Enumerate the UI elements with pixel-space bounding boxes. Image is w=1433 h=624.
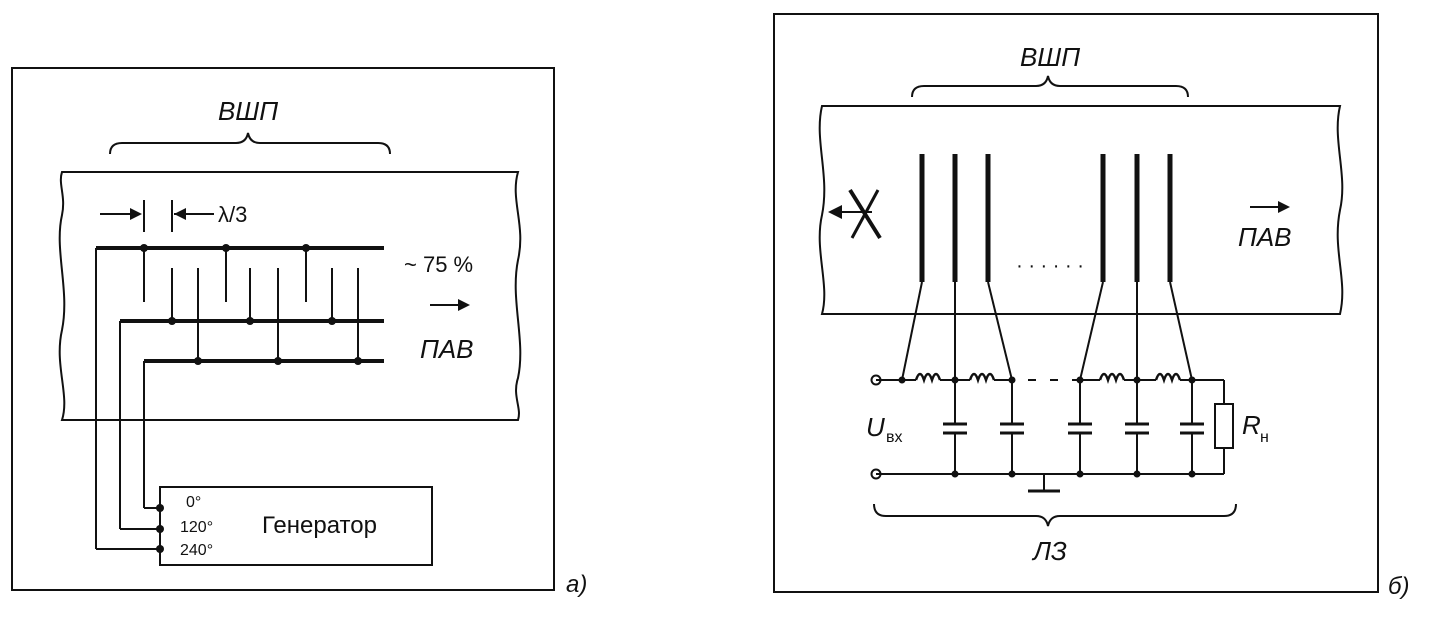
panel-b-dots: · · · · · ·: [1016, 255, 1084, 277]
panel-a-brace: [109, 132, 391, 155]
panel-a-wave-arrow: [430, 299, 470, 311]
input-voltage-subscript: вх: [886, 429, 903, 446]
generator-terminals: [156, 504, 164, 553]
junctions-bottom: [194, 357, 362, 365]
bottom-junctions: [951, 470, 1196, 478]
ground-symbol: [1028, 474, 1060, 493]
generator-label: Генератор: [262, 512, 377, 539]
phase-240-label: 240°: [180, 542, 213, 559]
electrode-leads: [901, 281, 1193, 381]
delay-line-top: [876, 372, 1224, 384]
panel-b-wave-label: ПАВ: [1238, 222, 1292, 252]
phase-120-label: 120°: [180, 519, 213, 536]
panel-b-wave-arrow: [1250, 201, 1290, 213]
panel-b: ВШП · · · · · · ПАВ: [773, 13, 1410, 600]
panel-b-substrate: [818, 105, 1344, 315]
input-terminal-top: [870, 374, 882, 386]
panel-a-frame: [11, 67, 555, 591]
efficiency-label: ~ 75 %: [404, 252, 473, 277]
panel-b-transducer-label: ВШП: [1020, 42, 1080, 72]
capacitors: [943, 380, 1204, 474]
junctions-middle: [168, 317, 336, 325]
phase-0-label: 0°: [186, 494, 201, 511]
panel-a: ВШП λ/3: [11, 67, 587, 598]
load-resistor: [1214, 380, 1234, 474]
junctions-top: [140, 244, 310, 252]
blocked-wave-arrow: [828, 188, 882, 240]
delay-line-label: ЛЗ: [1031, 536, 1067, 566]
input-voltage-label: U: [866, 412, 885, 442]
panel-a-wave-label: ПАВ: [420, 334, 474, 364]
load-resistor-subscript: н: [1260, 429, 1269, 446]
electrodes-top: [143, 248, 307, 302]
panel-a-transducer-label: ВШП: [218, 96, 278, 126]
load-resistor-label: R: [1242, 410, 1261, 440]
panel-a-substrate: [58, 171, 522, 421]
panel-b-frame: [773, 13, 1379, 593]
electrodes-middle: [171, 268, 333, 321]
pitch-label: λ/3: [218, 202, 247, 227]
delay-line-brace: [873, 503, 1237, 527]
electrodes-bottom: [197, 268, 359, 361]
input-terminal-bottom: [870, 468, 882, 480]
panel-b-caption: б): [1388, 573, 1410, 600]
pitch-dimension: [100, 200, 214, 232]
panel-a-caption: а): [566, 571, 587, 598]
panel-b-electrodes: [919, 154, 1173, 282]
panel-b-brace: [911, 75, 1189, 98]
